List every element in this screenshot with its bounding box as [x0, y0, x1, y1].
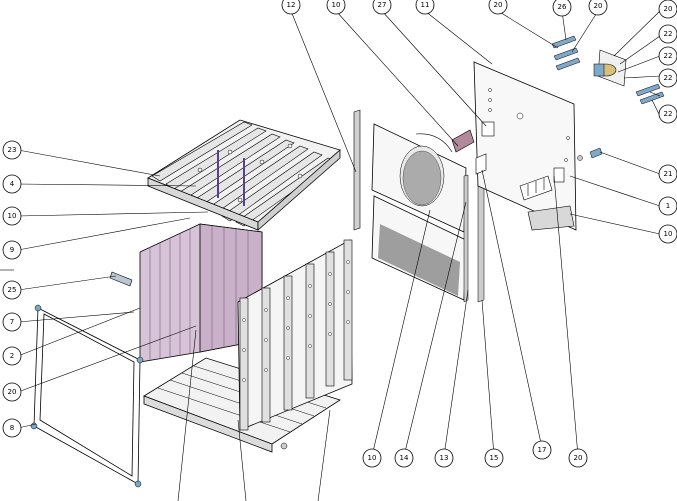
- svg-text:10: 10: [368, 454, 377, 462]
- callout-balloon: 11: [415, 0, 435, 15]
- svg-text:20: 20: [664, 5, 673, 13]
- callout-balloon: 22: [658, 104, 677, 124]
- callout-balloon: 20: [488, 0, 508, 15]
- callout-balloon: 15: [484, 448, 504, 468]
- front-frame: [30, 304, 144, 488]
- thin-rail: [353, 109, 361, 231]
- callout-balloon: 10: [326, 0, 346, 15]
- top-slatted-tray: [147, 119, 341, 231]
- callout-balloon: 10: [658, 224, 677, 244]
- svg-text:7: 7: [10, 318, 14, 326]
- svg-text:11: 11: [421, 1, 430, 9]
- callout-balloon: 23: [2, 140, 22, 160]
- callout-balloon: 25: [2, 280, 22, 300]
- svg-text:2: 2: [10, 352, 14, 360]
- callout-balloon: 22: [658, 68, 677, 88]
- svg-text:22: 22: [664, 110, 673, 118]
- svg-text:4: 4: [10, 180, 15, 188]
- svg-text:9: 9: [10, 246, 14, 254]
- callout-balloon: 27: [372, 0, 392, 15]
- callout-balloon: 9: [2, 240, 22, 260]
- svg-text:12: 12: [287, 1, 296, 9]
- callout-balloon: 13: [434, 448, 454, 468]
- svg-text:17: 17: [538, 446, 547, 454]
- leader-lines: [0, 10, 661, 501]
- callout-balloon: 10: [362, 448, 382, 468]
- svg-text:13: 13: [440, 454, 449, 462]
- fan-panel: [371, 123, 467, 233]
- svg-text:21: 21: [664, 170, 673, 178]
- callout-balloon: 10: [2, 206, 22, 226]
- svg-text:10: 10: [332, 1, 341, 9]
- callout-balloon: 7: [2, 312, 22, 332]
- callout-balloon: 26: [552, 0, 572, 17]
- rail-13: [463, 174, 469, 303]
- pin-part: [109, 271, 133, 287]
- svg-text:20: 20: [8, 388, 17, 396]
- svg-text:23: 23: [8, 146, 17, 154]
- pump-assembly: [593, 49, 627, 87]
- callout-balloon: 21: [658, 164, 677, 184]
- svg-text:8: 8: [10, 424, 14, 432]
- vertical-bar-module: [237, 239, 353, 431]
- callout-balloon: 20: [568, 448, 588, 468]
- svg-text:20: 20: [494, 1, 503, 9]
- svg-text:1: 1: [666, 202, 670, 210]
- callout-balloon: 17: [532, 440, 552, 460]
- callout-balloon: 20: [658, 0, 677, 19]
- callout-balloon: 20: [2, 382, 22, 402]
- callout-balloon: 22: [658, 24, 677, 44]
- callout-balloon: 14: [394, 448, 414, 468]
- svg-text:26: 26: [558, 3, 567, 11]
- svg-text:25: 25: [8, 286, 17, 294]
- washer: [577, 155, 583, 161]
- callout-balloon: 20: [588, 0, 608, 16]
- svg-text:22: 22: [664, 74, 673, 82]
- svg-text:15: 15: [490, 454, 499, 462]
- callout-balloon: 2: [2, 346, 22, 366]
- svg-text:27: 27: [378, 1, 387, 9]
- svg-text:22: 22: [664, 30, 673, 38]
- callout-balloon: 12: [281, 0, 301, 15]
- svg-text:14: 14: [400, 454, 409, 462]
- callout-balloon: 8: [2, 418, 22, 438]
- back-plate: [451, 61, 577, 231]
- drip-tray: [527, 205, 575, 231]
- callout-balloon: 1: [658, 196, 677, 216]
- svg-text:20: 20: [574, 454, 583, 462]
- svg-text:10: 10: [8, 212, 17, 220]
- svg-text:20: 20: [594, 2, 603, 10]
- callout-balloon: 22: [658, 46, 677, 66]
- svg-text:10: 10: [664, 230, 673, 238]
- callout-balloon: 4: [2, 174, 22, 194]
- svg-text:22: 22: [664, 52, 673, 60]
